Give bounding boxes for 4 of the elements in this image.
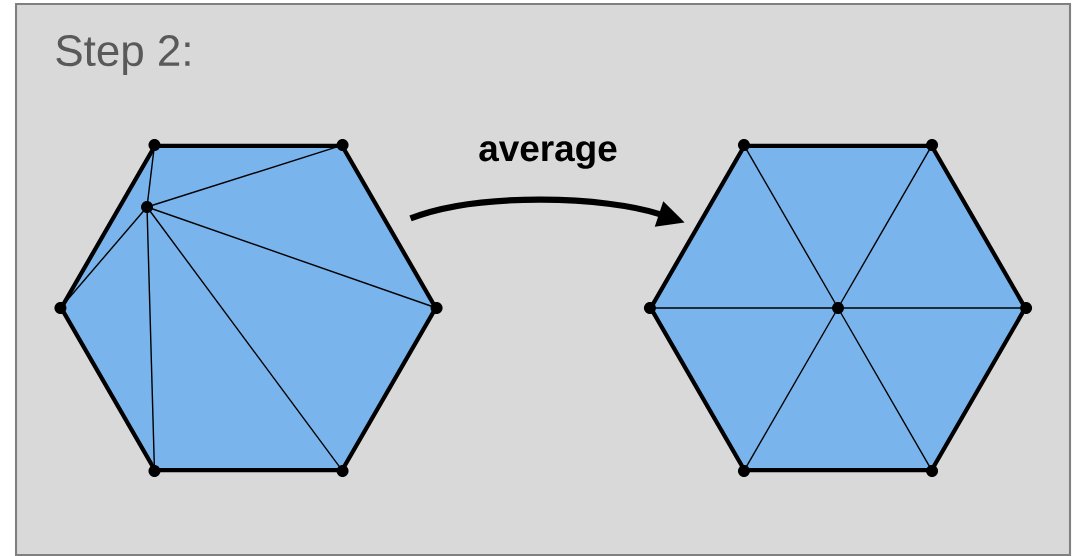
triangle-mesh-drawing	[54, 139, 443, 477]
edge-label: average	[479, 141, 617, 169]
title: Step 2:	[56, 35, 190, 75]
triangle-mesh-drawing	[643, 139, 1033, 477]
